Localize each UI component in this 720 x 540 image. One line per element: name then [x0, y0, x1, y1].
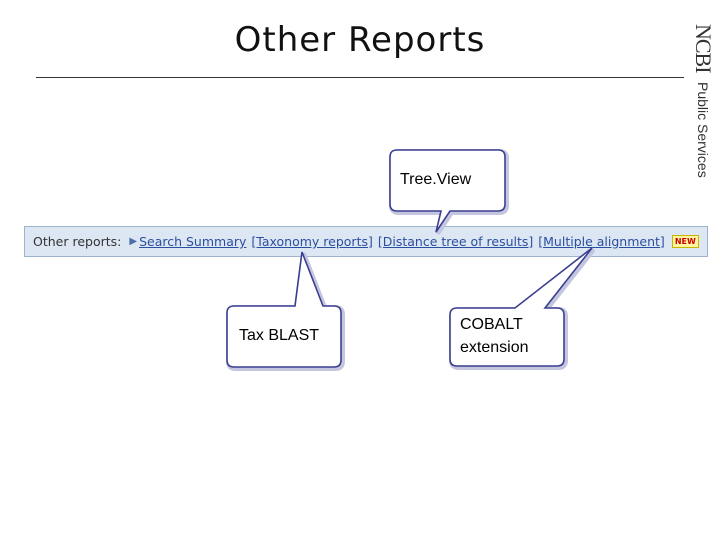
- cobalt-callout-text-line2: extension: [460, 339, 529, 356]
- taxonomy-reports-link[interactable]: [Taxonomy reports]: [251, 234, 373, 249]
- brand-vertical: NCBI Public Services: [691, 24, 716, 184]
- title-divider: [36, 77, 684, 78]
- other-reports-label: Other reports:: [33, 234, 122, 249]
- search-summary-link[interactable]: Search Summary: [139, 234, 247, 249]
- callout-tree-view: [389, 149, 509, 235]
- cobalt-callout-text-line1: COBALT: [460, 316, 523, 333]
- callout-tax-blast: [226, 251, 345, 371]
- distance-tree-link[interactable]: [Distance tree of results]: [377, 234, 534, 249]
- multiple-alignment-link[interactable]: [Multiple alignment]: [538, 234, 665, 249]
- brand-subtitle: Public Services: [695, 82, 711, 178]
- play-triangle-icon: ▶: [129, 236, 138, 247]
- ncbi-logo-text: NCBI: [691, 24, 716, 73]
- slide-title: Other Reports: [234, 20, 486, 60]
- other-reports-bar: Other reports: ▶ Search Summary [Taxonom…: [24, 226, 708, 257]
- callout-cobalt: [449, 247, 596, 370]
- tree-view-callout-text: Tree.View: [400, 171, 472, 188]
- new-badge: NEW: [671, 235, 699, 248]
- tax-blast-callout-text: Tax BLAST: [239, 327, 320, 344]
